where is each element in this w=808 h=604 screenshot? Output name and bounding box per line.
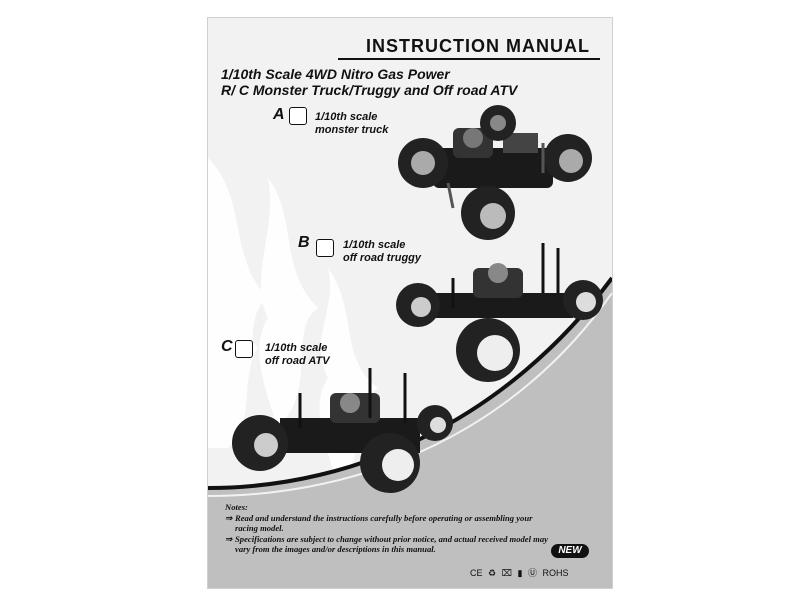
option-c-checkbox[interactable] [235, 340, 253, 358]
option-b-checkbox[interactable] [316, 239, 334, 257]
trash-bin-icon: ⌧ [501, 568, 512, 578]
monster-truck-image [398, 105, 592, 240]
recycle-icon: ♻ [488, 568, 497, 578]
option-a-checkbox[interactable] [289, 107, 307, 125]
option-b-letter: B [298, 234, 310, 251]
ul-mark-icon: Ⓤ [527, 568, 537, 578]
certification-marks: CE ♻ ⌧ ▮ Ⓤ ROHS [470, 566, 572, 579]
option-a-label-line-1: 1/10th scale [315, 111, 378, 123]
flame-decoration [208, 158, 378, 488]
note-item-2-line-1: Specifications are subject to change wit… [235, 533, 548, 544]
title-underline [338, 58, 600, 60]
arrow-bullet-icon: ⇒ [225, 512, 233, 523]
option-a-label: 1/10th scale monster truck [315, 111, 388, 137]
option-c-letter: C [221, 338, 233, 355]
note-item-2: ⇒Specifications are subject to change wi… [225, 534, 595, 545]
rohs-mark: ROHS [542, 568, 569, 578]
note-item-1: ⇒Read and understand the instructions ca… [225, 513, 595, 524]
note-item-2-line-2: vary from the images and/or descriptions… [235, 544, 436, 554]
option-c-label: 1/10th scale off road ATV [265, 342, 330, 368]
new-badge: NEW [551, 544, 589, 558]
option-b-label-line-1: 1/10th scale [343, 239, 406, 251]
subtitle-line-2: R/ C Monster Truck/Truggy and Off road A… [221, 82, 518, 98]
option-a-letter: A [273, 106, 285, 123]
option-b-label: 1/10th scale off road truggy [343, 239, 421, 265]
manual-cover: INSTRUCTION MANUAL 1/10th Scale 4WD Nitr… [207, 17, 613, 589]
subtitle-line-1: 1/10th Scale 4WD Nitro Gas Power [221, 66, 450, 82]
option-b-label-line-2: off road truggy [343, 252, 422, 264]
notes-section: Notes: ⇒Read and understand the instruct… [225, 502, 595, 555]
option-a-label-line-2: monster truck [315, 124, 389, 136]
manual-title: INSTRUCTION MANUAL [366, 36, 590, 56]
swoosh-band [208, 278, 612, 588]
option-c-label-line-2: off road ATV [265, 355, 330, 367]
notes-title: Notes: [225, 502, 248, 512]
note-item-1-line-1: Read and understand the instructions car… [235, 512, 533, 523]
ce-mark: CE [470, 568, 483, 578]
battery-icon: ▮ [517, 568, 523, 578]
truggy-image [396, 243, 603, 382]
atv-image [232, 368, 453, 493]
option-c-label-line-1: 1/10th scale [265, 342, 328, 354]
arrow-bullet-icon: ⇒ [225, 533, 233, 544]
note-item-1-line-2: racing model. [235, 523, 284, 533]
